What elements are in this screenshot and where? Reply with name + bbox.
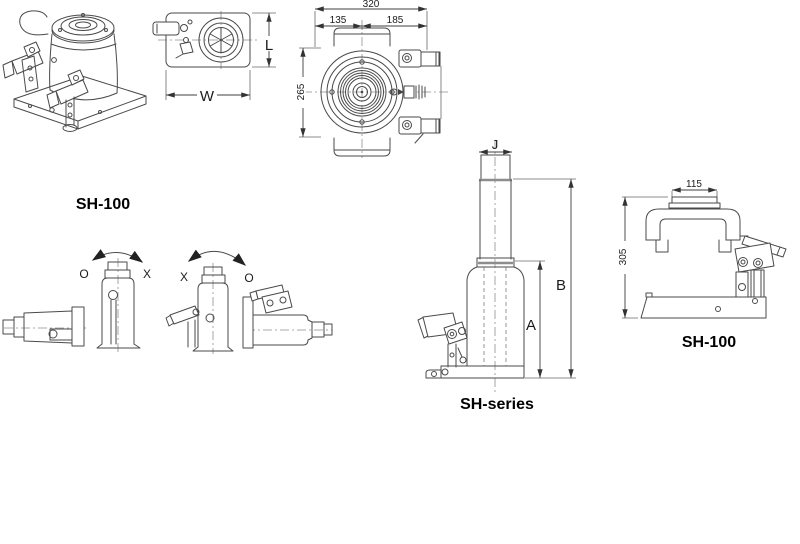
dim-j: J bbox=[492, 137, 499, 152]
orientation-b-no-mark: X bbox=[180, 270, 188, 284]
elevation-sh100: 115 305 bbox=[616, 179, 787, 319]
orientation-a-no-mark: X bbox=[143, 267, 151, 281]
dim-265: 265 bbox=[296, 83, 307, 100]
plan-width-letter: W bbox=[200, 88, 215, 105]
elevation-sh-series: J B A bbox=[417, 137, 576, 392]
series-view-label: SH-series bbox=[460, 396, 534, 413]
dim-320: 320 bbox=[363, 0, 380, 10]
orientation-b-ok-mark: O bbox=[244, 271, 253, 285]
side-view-label: SH-100 bbox=[682, 334, 736, 351]
dim-185: 185 bbox=[387, 15, 404, 26]
plan-length-letter: L bbox=[265, 37, 273, 54]
dim-a: A bbox=[526, 317, 536, 334]
plan-view-small: W L bbox=[152, 11, 276, 105]
iso-view-sh100 bbox=[2, 10, 147, 132]
dim-305: 305 bbox=[618, 248, 629, 265]
plan-view-dimensioned: 320 135 185 265 bbox=[294, 0, 450, 158]
iso-view-label: SH-100 bbox=[76, 196, 130, 213]
orientation-a-ok-mark: O bbox=[79, 267, 88, 281]
orientation-diagram-a: O X bbox=[2, 249, 151, 352]
dim-135: 135 bbox=[330, 15, 347, 26]
dim-b: B bbox=[556, 277, 566, 294]
orientation-diagram-b: X O bbox=[165, 249, 333, 354]
dim-115: 115 bbox=[686, 179, 702, 190]
